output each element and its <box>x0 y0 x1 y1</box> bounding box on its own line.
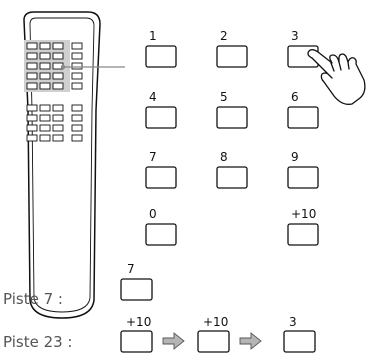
remote-button <box>71 72 83 80</box>
example7-key-label: 7 <box>127 262 135 276</box>
key-7[interactable] <box>145 166 177 189</box>
remote-button <box>71 52 83 60</box>
key-6[interactable] <box>287 106 319 129</box>
remote-button <box>52 124 64 132</box>
key-5[interactable] <box>216 106 248 129</box>
remote-button <box>39 82 51 90</box>
key-label-7: 7 <box>149 150 157 164</box>
example23-key3-label: 3 <box>289 315 297 329</box>
key-label-2: 2 <box>220 29 228 43</box>
remote-button <box>26 82 38 90</box>
remote-button <box>39 104 51 112</box>
example23-key1 <box>120 330 153 353</box>
key-8[interactable] <box>216 166 248 189</box>
example23-key1-label: +10 <box>126 315 151 329</box>
key-label-0: 0 <box>149 207 157 221</box>
pointing-hand-icon <box>307 49 366 105</box>
remote-button <box>39 42 51 50</box>
key-label-9: 9 <box>291 150 299 164</box>
example7-key <box>120 278 153 301</box>
caption-track-23: Piste 23 : <box>3 333 73 351</box>
key-plus10[interactable] <box>287 223 319 246</box>
remote-button <box>52 72 64 80</box>
remote-button <box>71 82 83 90</box>
remote-button <box>39 52 51 60</box>
remote-button <box>71 104 83 112</box>
remote-button <box>52 134 64 142</box>
remote-button <box>26 62 38 70</box>
example-track-23: Piste 23 : +10 +10 3 <box>3 315 316 353</box>
leader-dot <box>60 64 66 70</box>
remote-button <box>71 124 83 132</box>
remote-button <box>71 114 83 122</box>
key-label-8: 8 <box>220 150 228 164</box>
key-1[interactable] <box>145 45 177 68</box>
remote-button <box>39 124 51 132</box>
remote-button <box>39 62 51 70</box>
remote-button <box>26 72 38 80</box>
remote-button <box>26 114 38 122</box>
remote-button <box>39 114 51 122</box>
key-2[interactable] <box>216 45 248 68</box>
key-label-3: 3 <box>291 29 299 43</box>
key-9[interactable] <box>287 166 319 189</box>
remote-button <box>39 134 51 142</box>
remote-button <box>71 42 83 50</box>
remote-button <box>26 124 38 132</box>
example23-key2 <box>197 330 230 353</box>
key-label-5: 5 <box>220 90 228 104</box>
remote-button <box>52 104 64 112</box>
key-label-4: 4 <box>149 90 157 104</box>
remote-button <box>26 52 38 60</box>
example23-key3 <box>283 330 316 353</box>
right-arrow-icon <box>239 332 262 350</box>
caption-track-7: Piste 7 : <box>3 290 63 308</box>
remote-button <box>52 52 64 60</box>
remote-control-icon <box>23 11 101 319</box>
remote-button <box>52 114 64 122</box>
remote-button <box>71 134 83 142</box>
example23-key2-label: +10 <box>203 315 228 329</box>
remote-button <box>26 42 38 50</box>
remote-button <box>26 134 38 142</box>
remote-button <box>52 42 64 50</box>
remote-button <box>52 82 64 90</box>
key-label-1: 1 <box>149 29 157 43</box>
remote-button <box>39 72 51 80</box>
key-label-plus10: +10 <box>291 207 316 221</box>
key-0[interactable] <box>145 223 177 246</box>
remote-button <box>71 62 83 70</box>
key-4[interactable] <box>145 106 177 129</box>
keypad: 1 2 3 4 5 6 7 8 9 0 +10 <box>145 29 319 246</box>
key-label-6: 6 <box>291 90 299 104</box>
right-arrow-icon <box>162 332 185 350</box>
example-track-7: Piste 7 : 7 <box>3 262 153 308</box>
remote-button <box>26 104 38 112</box>
